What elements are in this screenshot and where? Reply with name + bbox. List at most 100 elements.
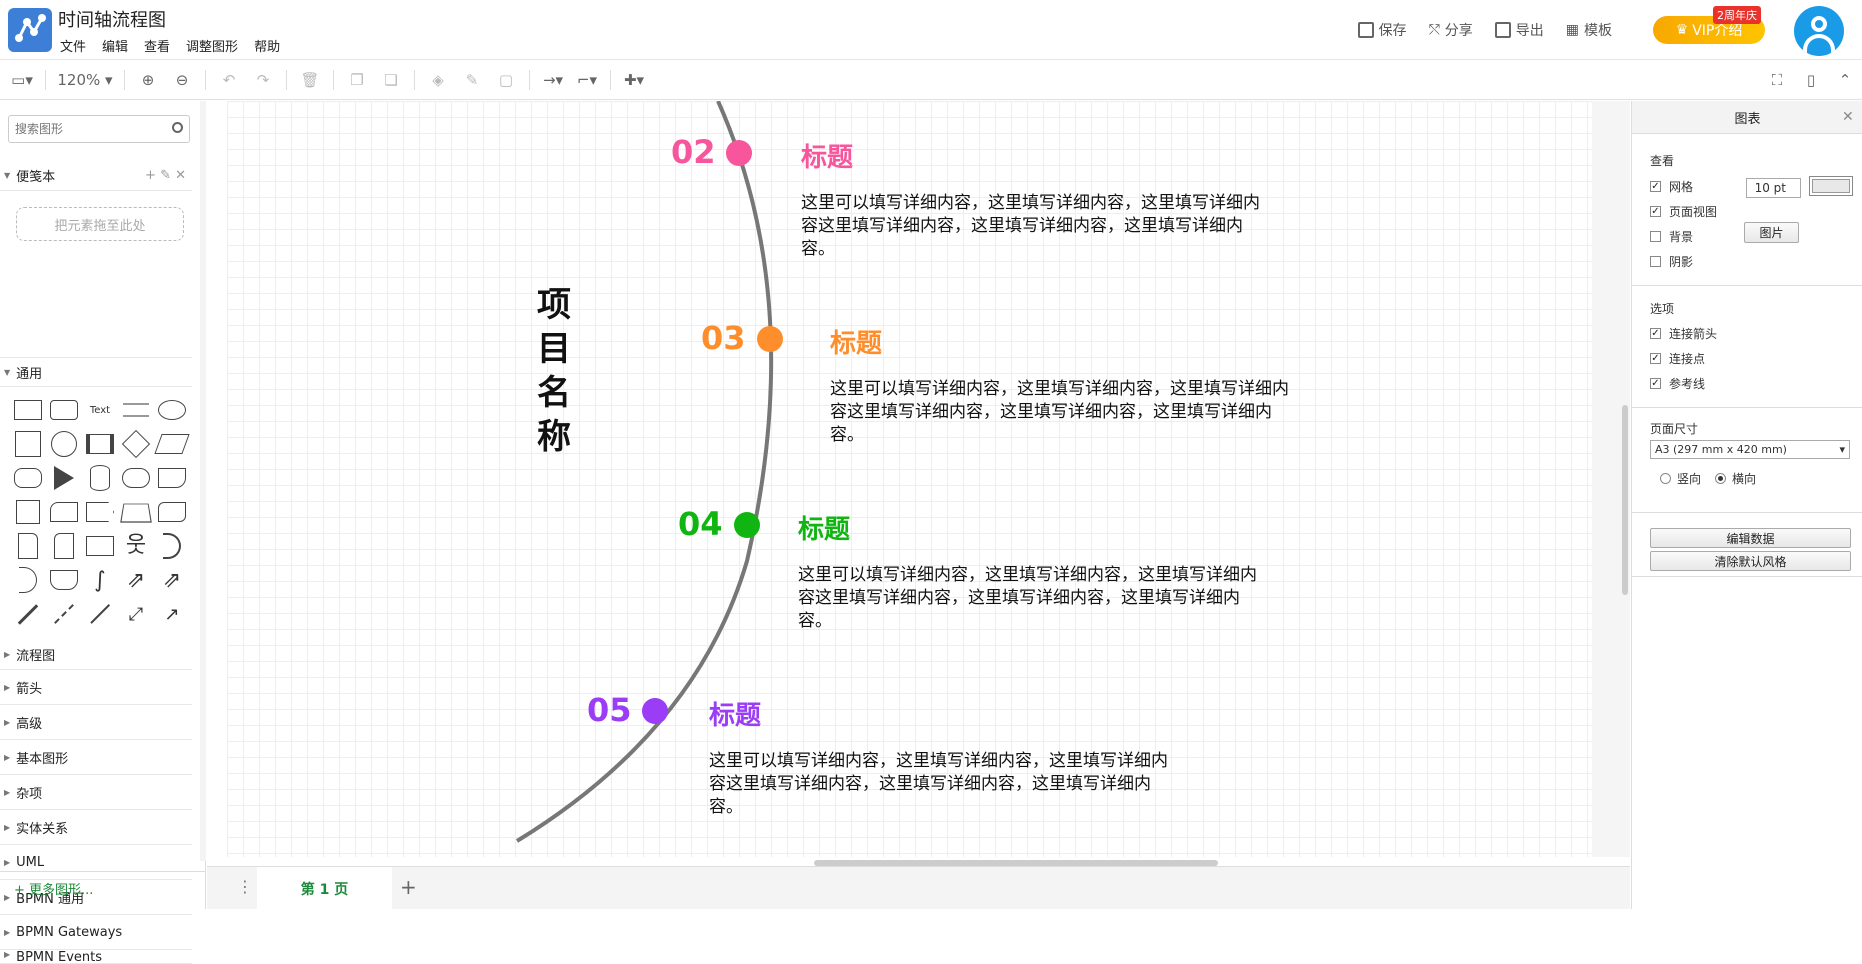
category-uml[interactable]: ▶UML [0, 845, 192, 880]
add-page-icon[interactable]: + [400, 875, 417, 899]
horizontal-scrollbar[interactable] [814, 860, 1218, 866]
background-checkbox[interactable] [1650, 231, 1661, 242]
arrow-shape[interactable]: ⇗ [162, 567, 182, 593]
bidirectional-connector-shape[interactable]: ⤢ [128, 603, 144, 625]
grid-color-swatch[interactable] [1809, 176, 1853, 196]
page-menu-icon[interactable]: ⋮ [237, 877, 253, 896]
page-view-option[interactable]: ✓页面视图 [1650, 205, 1718, 219]
document-shape[interactable] [158, 468, 186, 488]
connection-arrow-icon[interactable]: →▾ [542, 71, 564, 89]
shadow-icon[interactable]: ▢ [498, 71, 514, 89]
textbox-shape[interactable] [123, 403, 149, 417]
save-button[interactable]: 保存 [1357, 20, 1407, 40]
timeline-curve[interactable] [515, 101, 774, 843]
text-shape[interactable]: Text [89, 404, 111, 416]
curve-shape[interactable]: ∫ [94, 567, 106, 593]
thick-line-shape[interactable] [17, 603, 39, 625]
scratchpad-header[interactable]: ▼便笺本+ ✎ ✕ [0, 161, 192, 191]
directional-connector-shape[interactable]: ↗ [164, 603, 180, 625]
shape-search-input[interactable] [8, 115, 190, 143]
templates-button[interactable]: ▦模板 [1565, 22, 1612, 39]
category-flowchart[interactable]: ▶流程图 [0, 640, 192, 670]
delete-icon[interactable]: 🗑 [300, 71, 320, 89]
cube-shape[interactable] [50, 502, 78, 522]
vertical-scrollbar[interactable] [1622, 405, 1628, 595]
card-shape[interactable] [54, 533, 74, 559]
shadow-option[interactable]: 阴影 [1650, 253, 1693, 270]
rounded-rectangle-shape[interactable] [50, 400, 78, 420]
sidebar-scrollbar[interactable] [200, 101, 206, 861]
background-image-button[interactable]: 图片 [1744, 222, 1799, 243]
step-shape[interactable] [86, 502, 114, 522]
internal-storage-shape[interactable] [16, 500, 40, 524]
moon-shape[interactable] [163, 533, 181, 559]
grid-checkbox[interactable]: ✓ [1650, 180, 1661, 192]
landscape-radio[interactable] [1715, 473, 1727, 484]
hexagon-shape[interactable] [14, 468, 42, 488]
line-color-icon[interactable]: ✎ [465, 71, 479, 89]
close-icon[interactable]: ✕ [1842, 109, 1854, 125]
zoom-in-icon[interactable]: ⊕ [141, 71, 155, 89]
ellipse-shape[interactable] [158, 400, 186, 420]
or-shape[interactable] [19, 567, 37, 593]
bidirectional-arrow-shape[interactable]: ⇗ [126, 567, 146, 593]
category-misc[interactable]: ▶杂项 [0, 775, 192, 810]
zoom-out-icon[interactable]: ⊖ [175, 71, 189, 89]
app-logo[interactable] [8, 8, 52, 52]
edit-data-button[interactable]: 编辑数据 [1650, 528, 1851, 548]
to-back-icon[interactable]: ❏ [384, 71, 398, 89]
data-storage-shape[interactable] [50, 570, 78, 590]
page-tab-1[interactable]: 第 1 页 [257, 867, 392, 910]
portrait-radio[interactable] [1660, 473, 1671, 484]
timeline-title-03[interactable]: 标题 [830, 329, 883, 359]
grid-option[interactable]: ✓网格 [1650, 180, 1694, 194]
parallelogram-shape[interactable] [154, 434, 190, 454]
triangle-shape[interactable] [54, 466, 74, 490]
timeline-number-02[interactable]: 02 [671, 133, 716, 171]
category-arrows[interactable]: ▶箭头 [0, 670, 192, 705]
timeline-detail-04[interactable]: 这里可以填写详细内容，这里填写详细内容，这里填写详细内容这里填写详细内容，这里填… [798, 565, 1257, 631]
timeline-node-03[interactable] [757, 326, 783, 352]
waypoints-icon[interactable]: ⌐▾ [576, 71, 598, 89]
guides-checkbox[interactable]: ✓ [1650, 377, 1661, 389]
line-shape[interactable] [90, 604, 110, 624]
page-view-checkbox[interactable]: ✓ [1650, 205, 1661, 217]
menu-arrange[interactable]: 调整图形 [186, 40, 239, 55]
category-entity-relation[interactable]: ▶实体关系 [0, 810, 192, 845]
menu-help[interactable]: 帮助 [254, 40, 281, 55]
undo-icon[interactable]: ↶ [222, 71, 236, 89]
timeline-number-05[interactable]: 05 [587, 691, 632, 729]
trapezoid-shape[interactable] [120, 503, 152, 523]
scratchpad-tools-icon[interactable]: + ✎ ✕ [145, 168, 186, 183]
project-name-label[interactable]: 项 目 名 称 [537, 285, 571, 457]
collapse-icon[interactable]: ⌃ [1838, 71, 1852, 89]
actor-shape[interactable]: 웃 [125, 533, 147, 558]
category-advanced[interactable]: ▶高级 [0, 705, 192, 740]
cloud-shape[interactable] [122, 468, 150, 488]
rectangle-shape[interactable] [14, 400, 42, 420]
menu-edit[interactable]: 编辑 [102, 40, 129, 55]
tape-shape[interactable] [158, 502, 186, 522]
timeline-detail-02[interactable]: 这里可以填写详细内容，这里填写详细内容，这里填写详细内容这里填写详细内容，这里填… [801, 193, 1260, 259]
timeline-node-02[interactable] [726, 140, 752, 166]
connection-points-option[interactable]: ✓连接点 [1650, 352, 1706, 366]
timeline-node-05[interactable] [642, 698, 668, 724]
document-title[interactable]: 时间轴流程图 [58, 10, 166, 31]
timeline-detail-03[interactable]: 这里可以填写详细内容，这里填写详细内容，这里填写详细内容这里填写详细内容，这里填… [830, 379, 1289, 445]
more-shapes-link[interactable]: + 更多图形... [14, 883, 94, 898]
to-front-icon[interactable]: ❐ [350, 71, 364, 89]
menu-view[interactable]: 查看 [144, 40, 171, 55]
fullscreen-icon[interactable]: ⛶ [1771, 71, 1783, 89]
insert-plus-icon[interactable]: ✚▾ [623, 71, 645, 89]
search-icon[interactable] [172, 122, 183, 133]
connect-arrows-checkbox[interactable]: ✓ [1650, 327, 1661, 339]
shadow-checkbox[interactable] [1650, 256, 1661, 267]
guides-option[interactable]: ✓参考线 [1650, 377, 1706, 391]
note-shape[interactable] [18, 533, 38, 559]
timeline-title-04[interactable]: 标题 [798, 515, 851, 545]
square-shape[interactable] [15, 431, 41, 457]
category-bpmn-events[interactable]: ▶BPMN Events [0, 950, 192, 964]
connect-arrows-option[interactable]: ✓连接箭头 [1650, 327, 1718, 341]
grid-size-input[interactable]: 10 pt [1746, 178, 1801, 198]
process-shape[interactable] [86, 434, 114, 454]
